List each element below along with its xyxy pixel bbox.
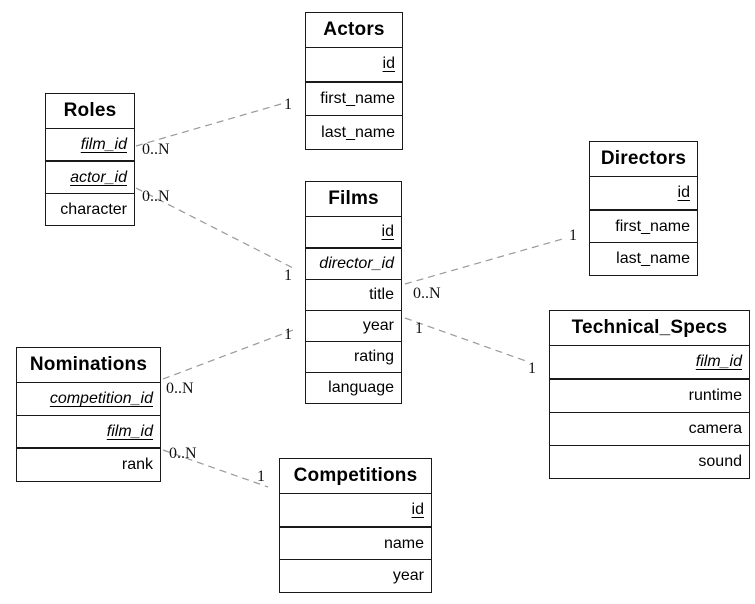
entity-directors: Directors id first_name last_name — [589, 141, 698, 276]
column-nominations-competition-id: competition_id — [17, 382, 160, 415]
column-films-director-id: director_id — [306, 247, 401, 279]
column-films-title: title — [306, 279, 401, 310]
column-roles-film-id: film_id — [46, 128, 134, 160]
column-actors-first-name: first_name — [306, 80, 402, 116]
column-competitions-id: id — [280, 493, 431, 526]
entity-title: Competitions — [293, 465, 418, 486]
cardinality-label: 0..N — [142, 188, 170, 205]
column-technical-specs-runtime: runtime — [550, 378, 749, 412]
cardinality-label: 1 — [284, 326, 292, 343]
entity-title: Films — [328, 188, 379, 209]
entity-roles: Roles film_id actor_id character — [45, 93, 135, 226]
entity-title: Nominations — [29, 354, 148, 375]
column-directors-id: id — [590, 176, 697, 209]
cardinality-label: 1 — [415, 320, 423, 337]
entity-competitions: Competitions id name year — [279, 458, 432, 593]
cardinality-label: 1 — [284, 96, 292, 113]
column-actors-last-name: last_name — [306, 115, 402, 149]
cardinality-label: 1 — [569, 227, 577, 244]
entity-films: Films id director_id title year rating l… — [305, 181, 402, 404]
column-films-year: year — [306, 310, 401, 341]
column-directors-first-name: first_name — [590, 208, 697, 243]
column-films-id: id — [306, 216, 401, 247]
entity-title: Actors — [323, 19, 385, 40]
entity-technical-specs: Technical_Specs film_id runtime camera s… — [549, 310, 750, 479]
column-directors-last-name: last_name — [590, 242, 697, 275]
entity-actors: Actors id first_name last_name — [305, 12, 403, 150]
column-competitions-year: year — [280, 559, 431, 592]
column-films-language: language — [306, 372, 401, 403]
column-nominations-film-id: film_id — [17, 414, 160, 448]
column-roles-actor-id: actor_id — [46, 160, 134, 193]
relationship-line-roles-actors — [135, 103, 282, 147]
entity-title: Technical_Specs — [571, 317, 728, 338]
column-nominations-rank: rank — [17, 447, 160, 481]
column-competitions-name: name — [280, 525, 431, 560]
relationship-line-films-directors — [404, 237, 567, 285]
column-technical-specs-camera: camera — [550, 412, 749, 445]
column-technical-specs-film-id: film_id — [550, 345, 749, 378]
relationship-line-films-technical-specs — [404, 317, 527, 362]
column-technical-specs-sound: sound — [550, 445, 749, 478]
cardinality-label: 1 — [528, 360, 536, 377]
cardinality-label: 0..N — [166, 380, 194, 397]
entity-nominations: Nominations competition_id film_id rank — [16, 347, 161, 482]
relationship-line-nominations-films — [162, 329, 294, 380]
column-roles-character: character — [46, 193, 134, 225]
cardinality-label: 0..N — [142, 141, 170, 158]
cardinality-label: 0..N — [413, 285, 441, 302]
entity-title: Roles — [63, 100, 117, 121]
cardinality-label: 0..N — [169, 445, 197, 462]
entity-title: Directors — [600, 148, 687, 169]
column-actors-id: id — [306, 47, 402, 81]
column-films-rating: rating — [306, 341, 401, 372]
cardinality-label: 1 — [257, 468, 265, 485]
cardinality-label: 1 — [284, 267, 292, 284]
